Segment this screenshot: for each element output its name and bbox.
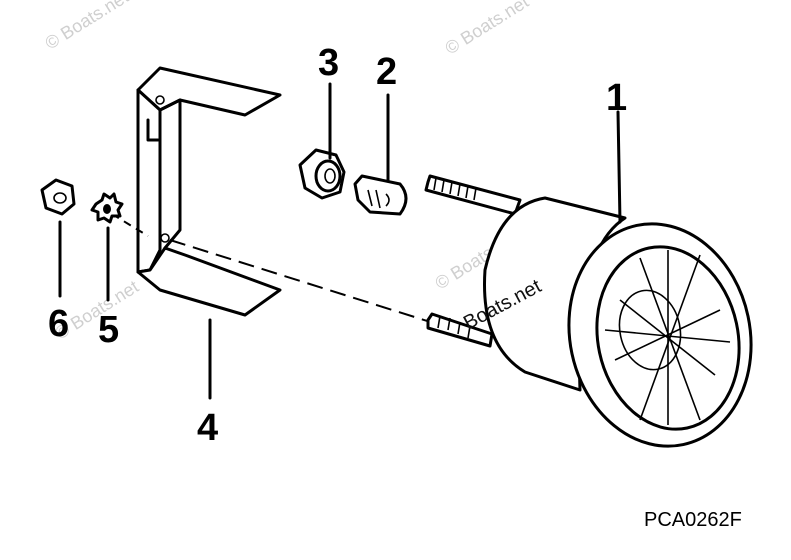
callout-6: 6 bbox=[48, 303, 69, 345]
lock-washer-part bbox=[90, 192, 124, 224]
assembly-line bbox=[111, 213, 149, 237]
bracket-part bbox=[136, 66, 282, 317]
callout-4: 4 bbox=[197, 407, 218, 449]
bulb-part bbox=[353, 174, 408, 216]
watermark-group: © Boats.net © Boats.net © Boats.net © Bo… bbox=[42, 0, 533, 343]
leader-lines bbox=[58, 82, 622, 400]
gauge-part bbox=[424, 174, 753, 448]
callout-5: 5 bbox=[98, 309, 119, 351]
bulb-socket-part bbox=[298, 148, 346, 200]
watermark: © Boats.net bbox=[442, 0, 533, 58]
watermark: © Boats.net bbox=[42, 0, 133, 53]
hex-nut-part bbox=[40, 178, 76, 216]
callout-1: 1 bbox=[606, 77, 627, 119]
callout-3: 3 bbox=[318, 42, 339, 84]
callout-2: 2 bbox=[376, 51, 397, 93]
drawing-code: PCA0262F bbox=[644, 509, 742, 531]
